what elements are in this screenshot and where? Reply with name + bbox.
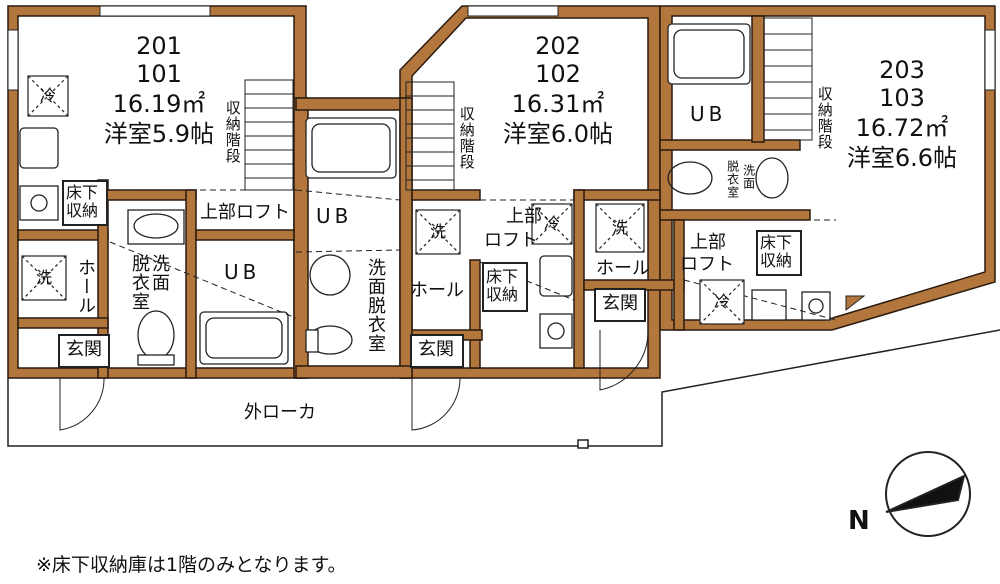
unit1-fridge-label: 冷 [40,86,57,105]
unit1-underfloor-storage: 床下収納 [62,180,108,226]
unit2-storage-stairs-label: 収納階段 [457,106,476,170]
unit1-lower-number: 101 [136,60,182,88]
unit2-entrance-label: 玄関 [418,339,454,360]
unit2-washer-label: 洗 [430,222,447,241]
corridor-outline [7,329,1000,449]
door-swings [59,329,649,431]
wall-marker [845,295,866,312]
unit2-lower-number: 102 [535,60,581,88]
center-ub-label-upper: UB [316,204,353,228]
unit1-upper-number: 201 [136,32,182,60]
unit3-loft-label-a: 上部 [690,232,726,253]
unit2-room-type: 洋室6.0帖 [502,120,614,148]
north-label: N [848,506,870,536]
unit1-ub-label: UB [224,260,261,284]
unit2-hall-label: ホール [410,280,464,301]
corridor-label: 外ローカ [244,402,316,423]
appliance-boxes [21,75,745,325]
unit2-entrance: 玄関 [410,334,464,368]
unit1-loft-label: 上部ロフト [200,202,290,223]
unit2-loft-label-b: ロフト [484,230,538,251]
unit3-lower-number: 103 [879,84,925,112]
unit2-fridge-label: 冷 [544,214,561,233]
unit2-underfloor-storage: 床下収納 [482,262,528,312]
unit3-entrance-label: 玄関 [602,293,638,314]
unit3-underfloor-storage: 床下収納 [756,230,802,276]
unit2-upper-number: 202 [535,32,581,60]
footnote: ※床下収納庫は1階のみとなります。 [36,554,347,576]
unit3-washer-label: 洗 [612,218,629,237]
unit3-area: 16.72㎡ [855,114,949,142]
unit1-washroom-label-a: 洗面 [149,254,170,292]
stairs-unit2 [405,81,455,191]
unit3-washroom-label-a: 洗面 [741,164,756,190]
unit2-area: 16.31㎡ [511,90,605,118]
unit1-underfloor-label: 床下収納 [66,183,99,220]
unit1-area: 16.19㎡ [112,90,206,118]
unit3-washroom-label-b: 脱衣室 [725,160,740,199]
unit3-storage-stairs-label: 収納階段 [815,86,834,150]
stairs-unit3 [763,17,813,141]
unit1-entrance-label: 玄関 [66,339,102,360]
center-washroom-label: 洗面脱衣室 [365,258,386,353]
unit2-loft-label-a: 上部 [506,206,542,227]
unit2-underfloor-label: 床下収納 [486,267,519,304]
unit3-fridge-label: 冷 [714,292,731,311]
unit3-loft-label-b: ロフト [680,254,734,275]
unit1-washer-label: 洗 [36,268,53,287]
unit3-ub-label: UB [690,102,727,126]
unit3-underfloor-label: 床下収納 [760,233,793,270]
unit1-hall-label: ホール [75,258,96,315]
stairs-unit1 [244,79,294,191]
unit1-room-type: 洋室5.9帖 [103,120,215,148]
unit1-entrance: 玄関 [58,334,110,368]
unit3-hall-label: ホール [596,258,650,279]
unit1-washroom-label-b: 脱衣室 [129,254,150,311]
north-compass [885,451,971,537]
fixtures [19,23,831,366]
unit3-room-type: 洋室6.6帖 [846,144,958,172]
unit3-upper-number: 203 [879,56,925,84]
unit1-storage-stairs-label: 収納階段 [223,100,242,164]
windows [7,5,996,91]
unit3-entrance: 玄関 [594,288,646,322]
